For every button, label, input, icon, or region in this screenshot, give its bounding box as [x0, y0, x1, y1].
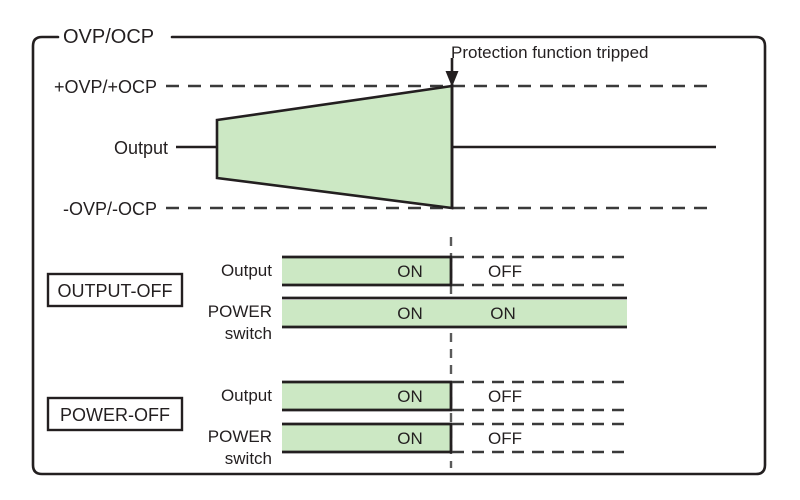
mode-box-power-off [46, 396, 184, 432]
lower-threshold-label: -OVP/-OCP [62, 199, 157, 219]
row-label-output-2: Output [220, 386, 272, 405]
trip-annotation-label: Protection function tripped [451, 43, 649, 62]
row3-before-state: ON [397, 387, 423, 406]
row-label-power-switch-1a: POWER [207, 302, 272, 321]
row1-after-state: OFF [488, 262, 522, 281]
output-axis-label: Output [113, 138, 168, 158]
mode-label-power-off: POWER-OFF [60, 405, 170, 425]
row-label-power-switch-2a: POWER [207, 427, 272, 446]
row4-after-state: OFF [488, 429, 522, 448]
row-label-power-switch-1b: switch [224, 324, 272, 343]
mode-label-output-off: OUTPUT-OFF [57, 281, 173, 301]
row3-after-state: OFF [488, 387, 522, 406]
upper-threshold-label: +OVP/+OCP [53, 77, 157, 97]
row4-on-fill [282, 425, 451, 451]
row3-on-fill [282, 383, 451, 409]
row-label-output-1: Output [220, 261, 272, 280]
row2-on-fill [282, 300, 627, 326]
diagram-outer-frame [31, 35, 767, 476]
row2-after-state: ON [490, 304, 516, 323]
row-label-power-switch-2b: switch [224, 449, 272, 468]
output-envelope-shape [215, 84, 454, 210]
mode-box-output-off [46, 272, 184, 308]
trip-arrow-head [445, 71, 459, 87]
row4-before-state: ON [397, 429, 423, 448]
row2-before-state: ON [397, 304, 423, 323]
row1-on-fill [282, 258, 451, 284]
frame-title-label: OVP/OCP [63, 26, 155, 48]
row1-before-state: ON [397, 262, 423, 281]
